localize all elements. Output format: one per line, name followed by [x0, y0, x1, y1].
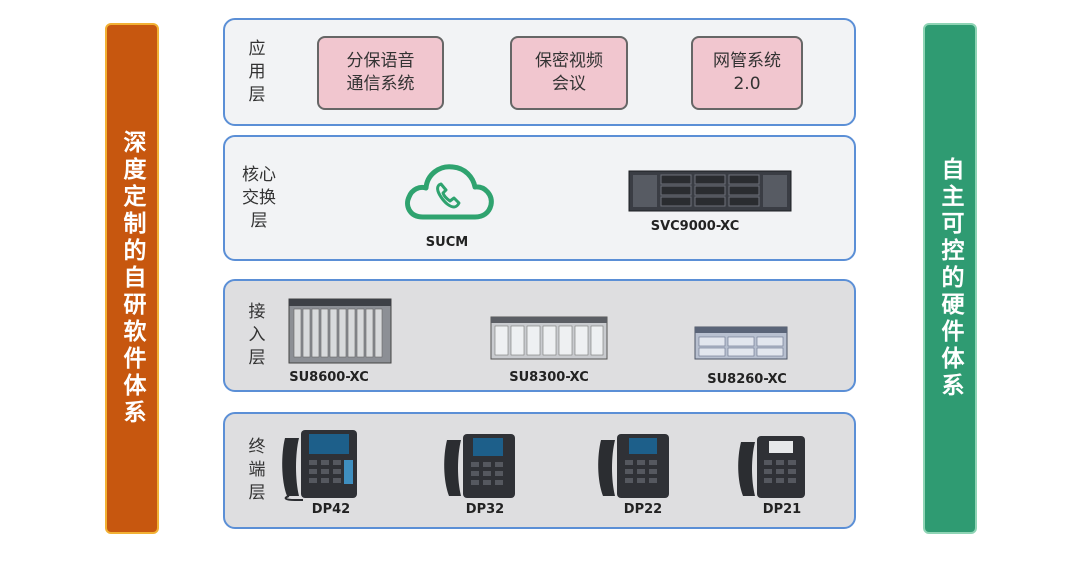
- core-switching-layer: 核心 交换 层 SUCM SVC9000-XC: [223, 135, 856, 261]
- desk-phone-icon: [738, 436, 805, 498]
- dp42-label: DP42: [311, 502, 351, 517]
- application-layer-title: 应 用 层: [248, 38, 266, 105]
- hardware-system-label: 自主可控的硬件体系: [937, 157, 963, 400]
- application-layer: 应 用 层 分保语音 通信系统 保密视频 会议 网管系统 2.0: [223, 18, 856, 126]
- cloud-phone-icon: [405, 164, 494, 220]
- access-layer-title: 接 入 层: [248, 302, 266, 368]
- video-conference-box: 保密视频 会议: [510, 36, 628, 110]
- hardware-system-bar: 自主可控的硬件体系: [923, 23, 977, 534]
- network-management-box: 网管系统 2.0: [691, 36, 803, 110]
- core-layer-title: 核心 交换 层: [242, 164, 276, 231]
- sucm-label: SUCM: [425, 235, 469, 250]
- terminal-layer-title: 终 端 层: [248, 437, 266, 503]
- software-system-bar: 深度定制的自研软件体系: [105, 23, 159, 534]
- access-layer: 接 入 层 SU8600-XC SU8300-XC SU8260-XC: [223, 279, 856, 392]
- access-chassis-icon: [694, 326, 788, 360]
- dp21-label: DP21: [762, 502, 802, 517]
- voice-communication-system-box: 分保语音 通信系统: [317, 36, 444, 110]
- su8300-xc-label: SU8300-XC: [509, 370, 589, 385]
- terminal-layer: 终 端 层 DP42 DP32 DP22 D: [223, 412, 856, 529]
- software-system-label: 深度定制的自研软件体系: [119, 130, 145, 427]
- desk-phone-icon: [598, 434, 669, 498]
- su8260-xc-label: SU8260-XC: [707, 372, 787, 387]
- access-chassis-icon: [490, 316, 608, 360]
- dp22-label: DP22: [623, 502, 663, 517]
- desk-phone-icon: [282, 430, 357, 501]
- svc9000-xc-label: SVC9000-XC: [650, 219, 740, 234]
- access-chassis-icon: [288, 298, 392, 364]
- rack-server-icon: [628, 170, 792, 212]
- dp32-label: DP32: [465, 502, 505, 517]
- su8600-xc-label: SU8600-XC: [289, 370, 369, 385]
- desk-phone-icon: [444, 434, 515, 498]
